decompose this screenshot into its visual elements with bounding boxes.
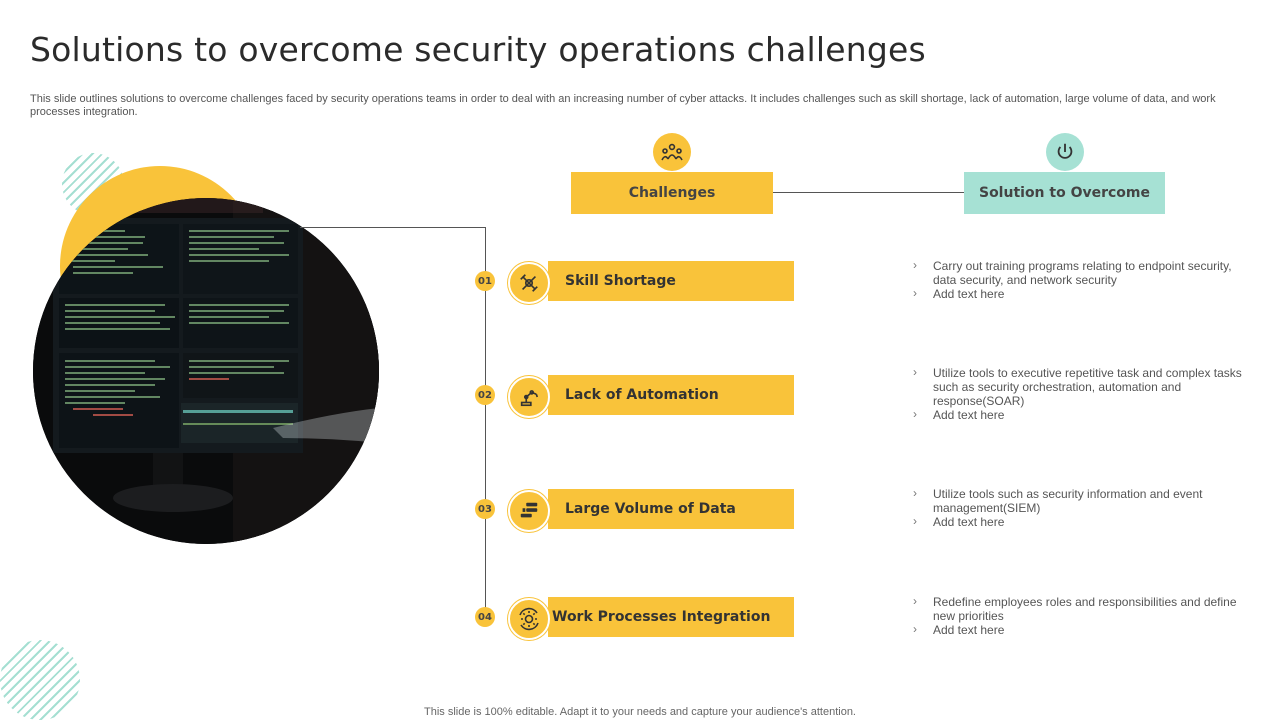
challenge-box: Lack of Automation [548, 375, 794, 415]
power-icon [1046, 133, 1084, 171]
slide-subtitle: This slide outlines solutions to overcom… [30, 93, 1216, 118]
gear-cycle-icon [508, 598, 550, 640]
challenge-label: Lack of Automation [565, 387, 719, 403]
solution-item: Add text here [913, 286, 1243, 301]
robotic-arm-icon [508, 376, 550, 418]
challenge-box: Skill Shortage [548, 261, 794, 301]
solution-list: Utilize tools such as security informati… [913, 486, 1243, 529]
solution-header: Solution to Overcome [964, 172, 1165, 214]
solution-item: Add text here [913, 622, 1243, 637]
connector-line-vertical [485, 227, 486, 617]
step-number-badge: 04 [475, 607, 495, 627]
solution-item: Add text here [913, 407, 1243, 422]
decorative-hatch-circle [0, 640, 80, 720]
tools-icon [508, 262, 550, 304]
challenge-label: Work Processes Integration [552, 609, 771, 625]
solution-item: Carry out training programs relating to … [913, 258, 1243, 287]
solution-item: Redefine employees roles and responsibil… [913, 594, 1243, 623]
challenge-box: Large Volume of Data [548, 489, 794, 529]
slide-footer: This slide is 100% editable. Adapt it to… [424, 706, 856, 718]
hacker-monitor-photo [33, 198, 379, 544]
team-icon [653, 133, 691, 171]
challenge-box: Work Processes Integration [548, 597, 794, 637]
challenge-label: Skill Shortage [565, 273, 676, 289]
solution-list: Carry out training programs relating to … [913, 258, 1243, 301]
solution-list: Redefine employees roles and responsibil… [913, 594, 1243, 637]
connector-line-photo [300, 227, 486, 228]
solution-item: Utilize tools to executive repetitive ta… [913, 365, 1243, 408]
step-number-badge: 02 [475, 385, 495, 405]
step-number-badge: 03 [475, 499, 495, 519]
solution-item: Add text here [913, 514, 1243, 529]
challenge-label: Large Volume of Data [565, 501, 736, 517]
step-number-badge: 01 [475, 271, 495, 291]
database-icon [508, 490, 550, 532]
solution-item: Utilize tools such as security informati… [913, 486, 1243, 515]
solution-list: Utilize tools to executive repetitive ta… [913, 365, 1243, 422]
slide-title: Solutions to overcome security operation… [30, 30, 926, 69]
connector-line-headers [773, 192, 964, 193]
challenges-header: Challenges [571, 172, 773, 214]
